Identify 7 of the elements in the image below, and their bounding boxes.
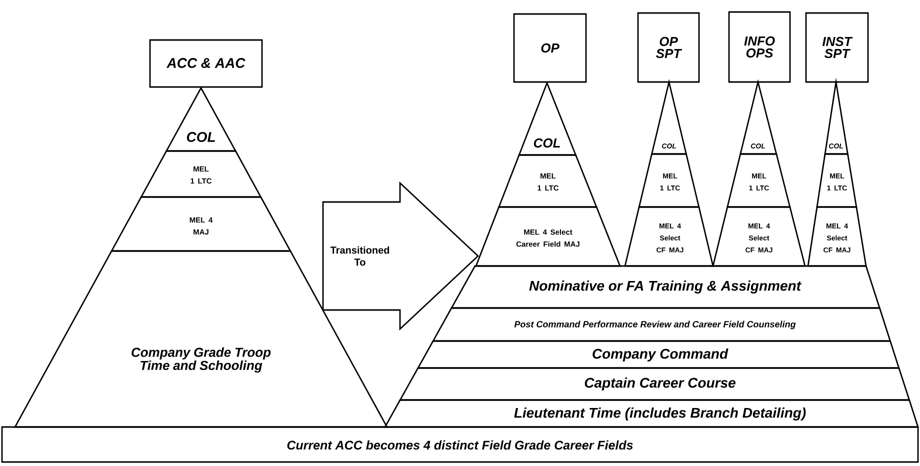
base-bar: Current ACC becomes 4 distinct Field Grade Career Fields [1, 426, 919, 463]
label-box: OP [513, 13, 587, 83]
block-arrow [322, 181, 480, 331]
label-box: OP SPT [637, 12, 700, 83]
label-box: INFO OPS [728, 11, 791, 83]
label-box: ACC & AAC [149, 39, 263, 88]
label-box: INST SPT [805, 12, 869, 83]
